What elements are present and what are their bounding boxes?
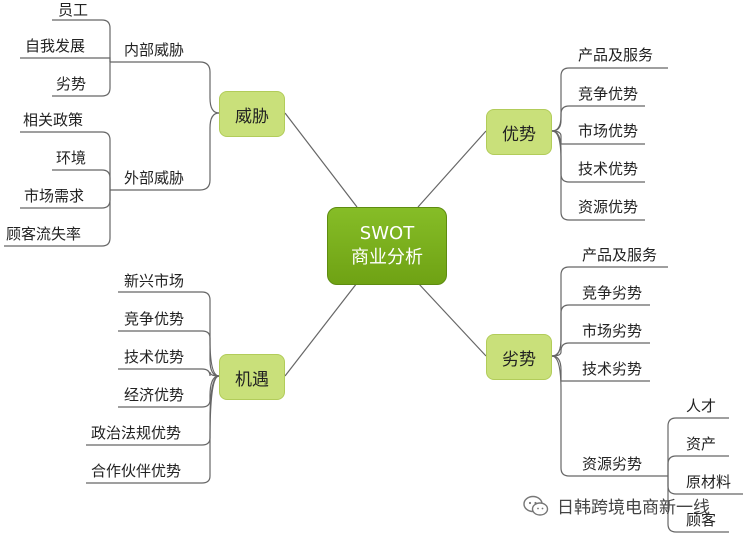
threat-external-item: 相关政策	[23, 111, 84, 129]
threat-external-item: 市场需求	[24, 187, 85, 205]
internal-threat-label: 内部威胁	[124, 41, 185, 59]
opportunity-item: 合作伙伴优势	[91, 462, 182, 480]
center-title: SWOT	[359, 223, 415, 244]
weakness-item: 竞争劣势	[582, 284, 643, 302]
weakness-item: 技术劣势	[582, 360, 643, 378]
watermark: 日韩跨境电商新一线	[523, 493, 710, 518]
threat-internal-item: 自我发展	[25, 37, 86, 55]
resource-weakness-label: 资源劣势	[582, 455, 643, 473]
external-threat-label: 外部威胁	[124, 169, 185, 187]
resource-item: 原材料	[686, 473, 732, 491]
resource-item: 人才	[686, 397, 717, 415]
center-subtitle: 商业分析	[351, 247, 423, 268]
opportunity-item: 技术优势	[124, 348, 185, 366]
strength-item: 竞争优势	[578, 85, 639, 103]
threat-external-item: 环境	[56, 149, 87, 167]
threat-internal-item: 员工	[58, 1, 89, 19]
opportunity-item: 政治法规优势	[91, 424, 182, 442]
weakness-item: 产品及服务	[582, 246, 658, 264]
opportunity-item: 竞争优势	[124, 310, 185, 328]
weakness-node: 劣势	[486, 334, 552, 380]
strength-item: 技术优势	[578, 160, 639, 178]
opportunity-item: 新兴市场	[124, 272, 185, 290]
opportunity-item: 经济优势	[124, 386, 185, 404]
threat-internal-item: 劣势	[56, 75, 87, 93]
swot-center-node: SWOT 商业分析	[327, 207, 447, 285]
resource-item: 顾客	[686, 511, 717, 529]
opportunity-node: 机遇	[219, 354, 285, 400]
threat-node: 威胁	[219, 91, 285, 137]
strength-item: 资源优势	[578, 198, 639, 216]
weakness-item: 市场劣势	[582, 322, 643, 340]
resource-item: 资产	[686, 435, 717, 453]
strength-node: 优势	[486, 109, 552, 155]
threat-external-item: 顾客流失率	[6, 225, 82, 243]
watermark-text: 日韩跨境电商新一线	[557, 498, 710, 518]
wechat-icon	[523, 495, 549, 516]
strength-item: 市场优势	[578, 122, 639, 140]
strength-item: 产品及服务	[578, 46, 654, 64]
